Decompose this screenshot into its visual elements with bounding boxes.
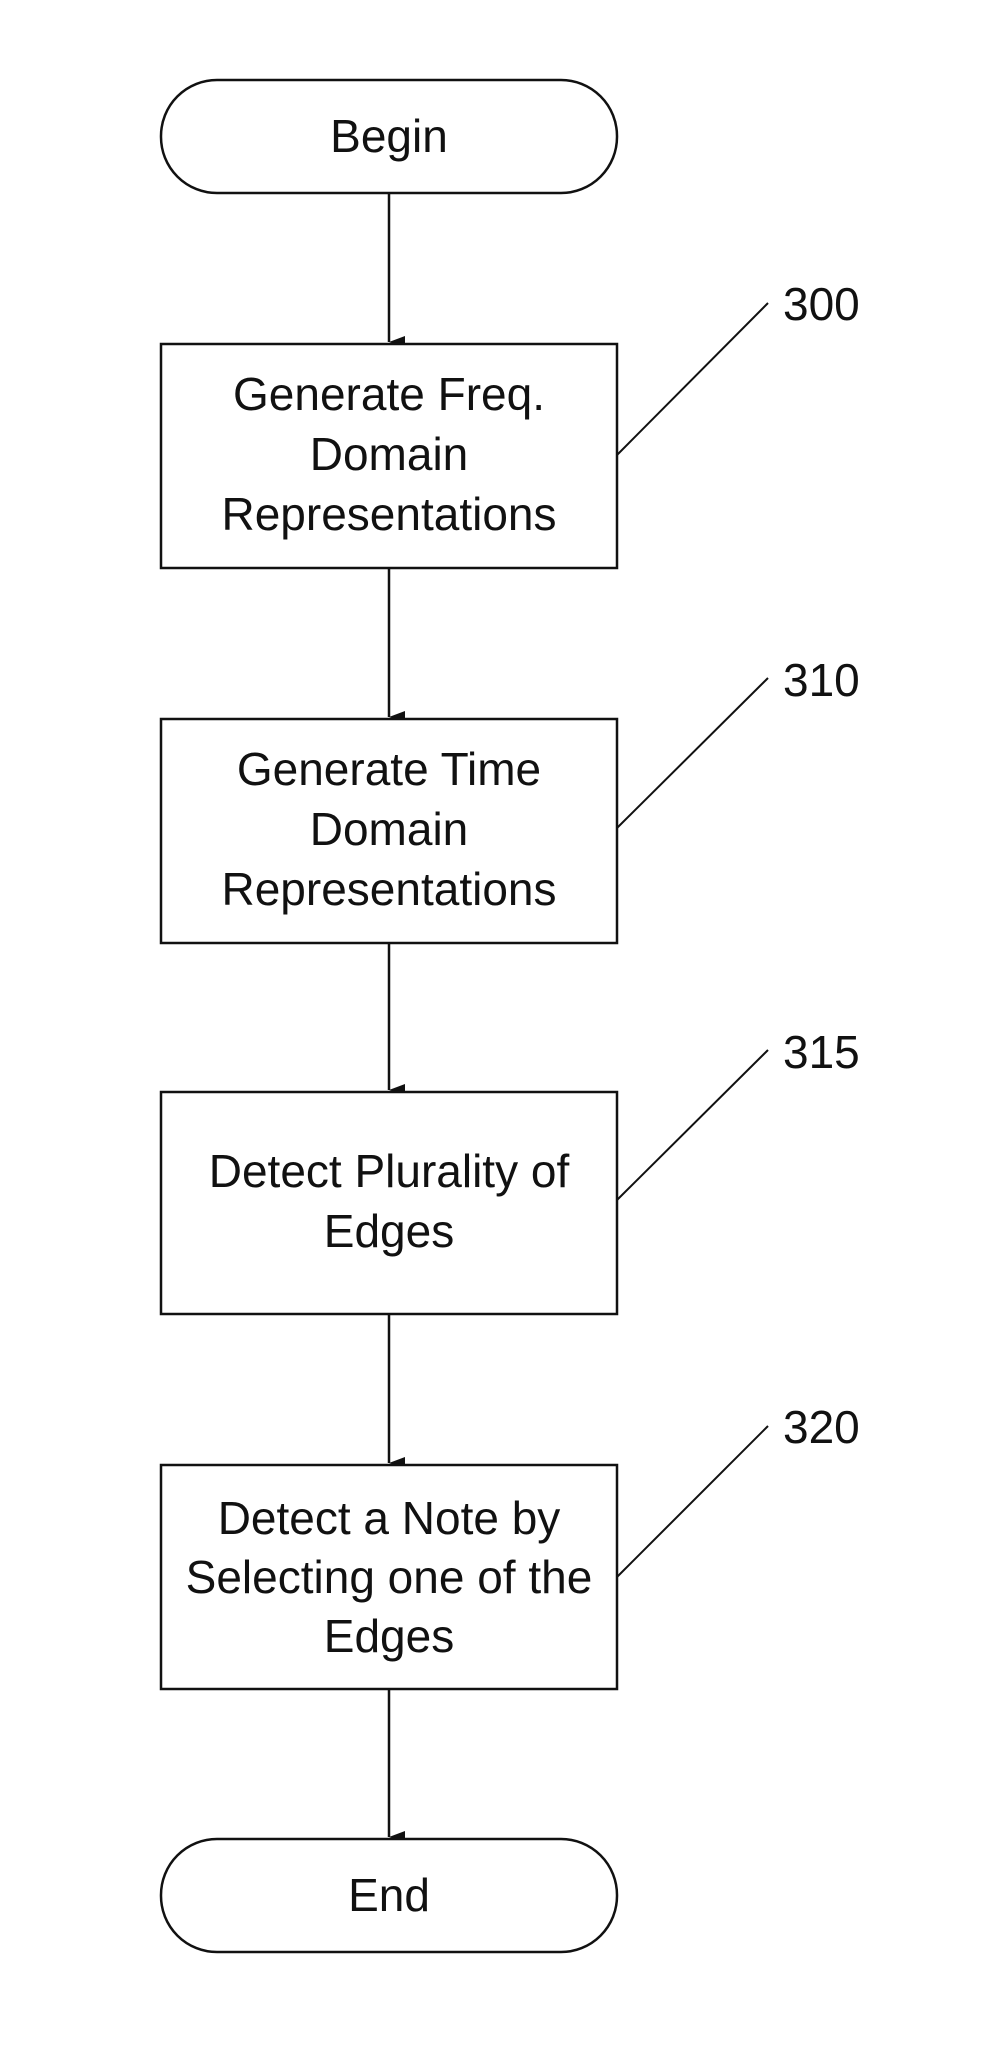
step-310-line-1: Generate Time	[237, 743, 541, 795]
step-320-line-2: Selecting one of the	[186, 1551, 593, 1603]
ref-320-leader-line	[617, 1426, 768, 1577]
end-label: End	[348, 1869, 430, 1921]
ref-320-label: 320	[783, 1401, 860, 1453]
ref-315-leader-line	[617, 1050, 768, 1200]
ref-310-label: 310	[783, 654, 860, 706]
step-320-line-1: Detect a Note by	[218, 1492, 561, 1544]
step-300: Generate Freq. Domain Representations	[161, 344, 617, 568]
step-315-line-2: Edges	[324, 1205, 454, 1257]
step-315: Detect Plurality of Edges	[161, 1092, 617, 1314]
step-310-line-2: Domain	[310, 803, 469, 855]
step-300-line-3: Representations	[222, 488, 557, 540]
step-300-line-2: Domain	[310, 428, 469, 480]
step-320-line-3: Edges	[324, 1610, 454, 1662]
begin-label: Begin	[330, 110, 448, 162]
ref-310-leader-line	[617, 678, 768, 828]
ref-300-leader-line	[617, 303, 768, 455]
step-300-line-1: Generate Freq.	[233, 368, 545, 420]
ref-315-label: 315	[783, 1026, 860, 1078]
step-310-line-3: Representations	[222, 863, 557, 915]
step-310: Generate Time Domain Representations	[161, 719, 617, 943]
ref-300-label: 300	[783, 278, 860, 330]
step-320: Detect a Note by Selecting one of the Ed…	[161, 1465, 617, 1689]
step-315-line-1: Detect Plurality of	[209, 1145, 570, 1197]
begin-terminal: Begin	[161, 80, 617, 193]
end-terminal: End	[161, 1839, 617, 1952]
step-315-box	[161, 1092, 617, 1314]
